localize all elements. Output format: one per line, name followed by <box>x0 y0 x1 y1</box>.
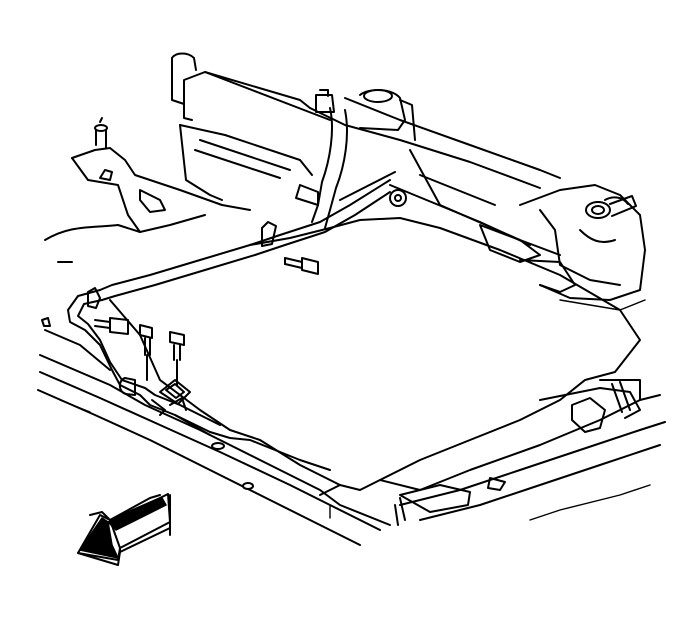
splash-shield <box>109 217 641 496</box>
lower-frame <box>37 329 666 546</box>
mounting-bolts <box>41 257 319 386</box>
left-control-arm <box>44 117 251 263</box>
direction-arrow-icon <box>77 493 171 566</box>
bolt-vertical-1 <box>139 324 153 381</box>
bolt-left <box>94 317 129 335</box>
front-crossmember <box>171 52 561 256</box>
bolt-vertical-2 <box>169 331 185 386</box>
bolt-upper <box>284 257 319 275</box>
upper-hoses <box>295 89 416 229</box>
steering-pipes <box>67 171 396 433</box>
steering-gear <box>479 184 646 311</box>
